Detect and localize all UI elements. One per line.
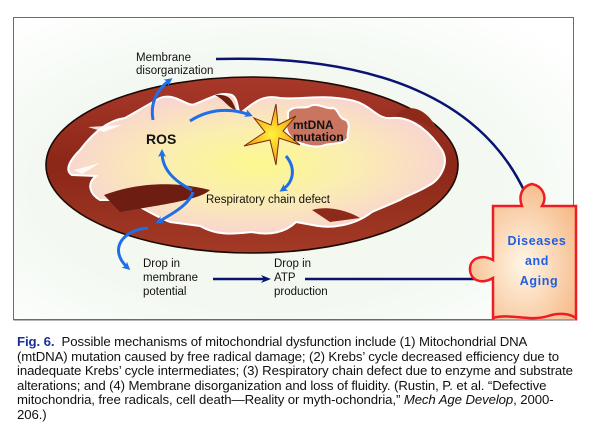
crista-fold [74, 163, 100, 174]
label-ros: ROS [146, 131, 176, 147]
arrow-respiratory-out [155, 191, 195, 224]
label-diseases-and-aging: Diseases and Aging [507, 234, 570, 288]
caption-text: Possible mechanisms of mitochondrial dys… [17, 334, 573, 408]
damage-star-icon [243, 103, 301, 166]
figure-number: Fig. 6. [17, 334, 55, 349]
label-respiratory-chain-defect: Respiratory chain defect [206, 194, 331, 206]
figure-caption: Fig. 6. Possible mechanisms of mitochond… [17, 334, 577, 423]
crista-fold [312, 208, 360, 222]
label-mtdna-mutation: mtDNA mutation [293, 118, 344, 144]
diseases-aging-puzzle-piece [468, 182, 578, 330]
caption-journal: Mech Age Develop [403, 392, 514, 408]
arrow-mtdna-to-respiratory [279, 155, 294, 192]
arrow-ros-to-mtdna [189, 108, 253, 123]
crista-fold [104, 184, 210, 212]
arrow-ros-to-membrane [150, 78, 173, 121]
label-membrane-disorganization: Membrane disorganization [136, 52, 213, 77]
label-drop-atp-production: Drop in ATP production [274, 258, 328, 298]
mitochondrial-dysfunction-diagram: Membrane disorganization ROS mtDNA mutat… [13, 17, 578, 330]
crista-fold [215, 94, 236, 110]
arrow-respiratory-to-ros [158, 149, 193, 192]
crista-fold [395, 108, 438, 132]
arrow-to-membrane-potential [117, 226, 149, 271]
caption-citation-end: , 2000-206.) [17, 392, 554, 422]
arrow-membrane-to-diseases [215, 57, 540, 231]
crista-fold [88, 125, 122, 132]
label-drop-membrane-potential: Drop in membrane potential [143, 258, 201, 298]
